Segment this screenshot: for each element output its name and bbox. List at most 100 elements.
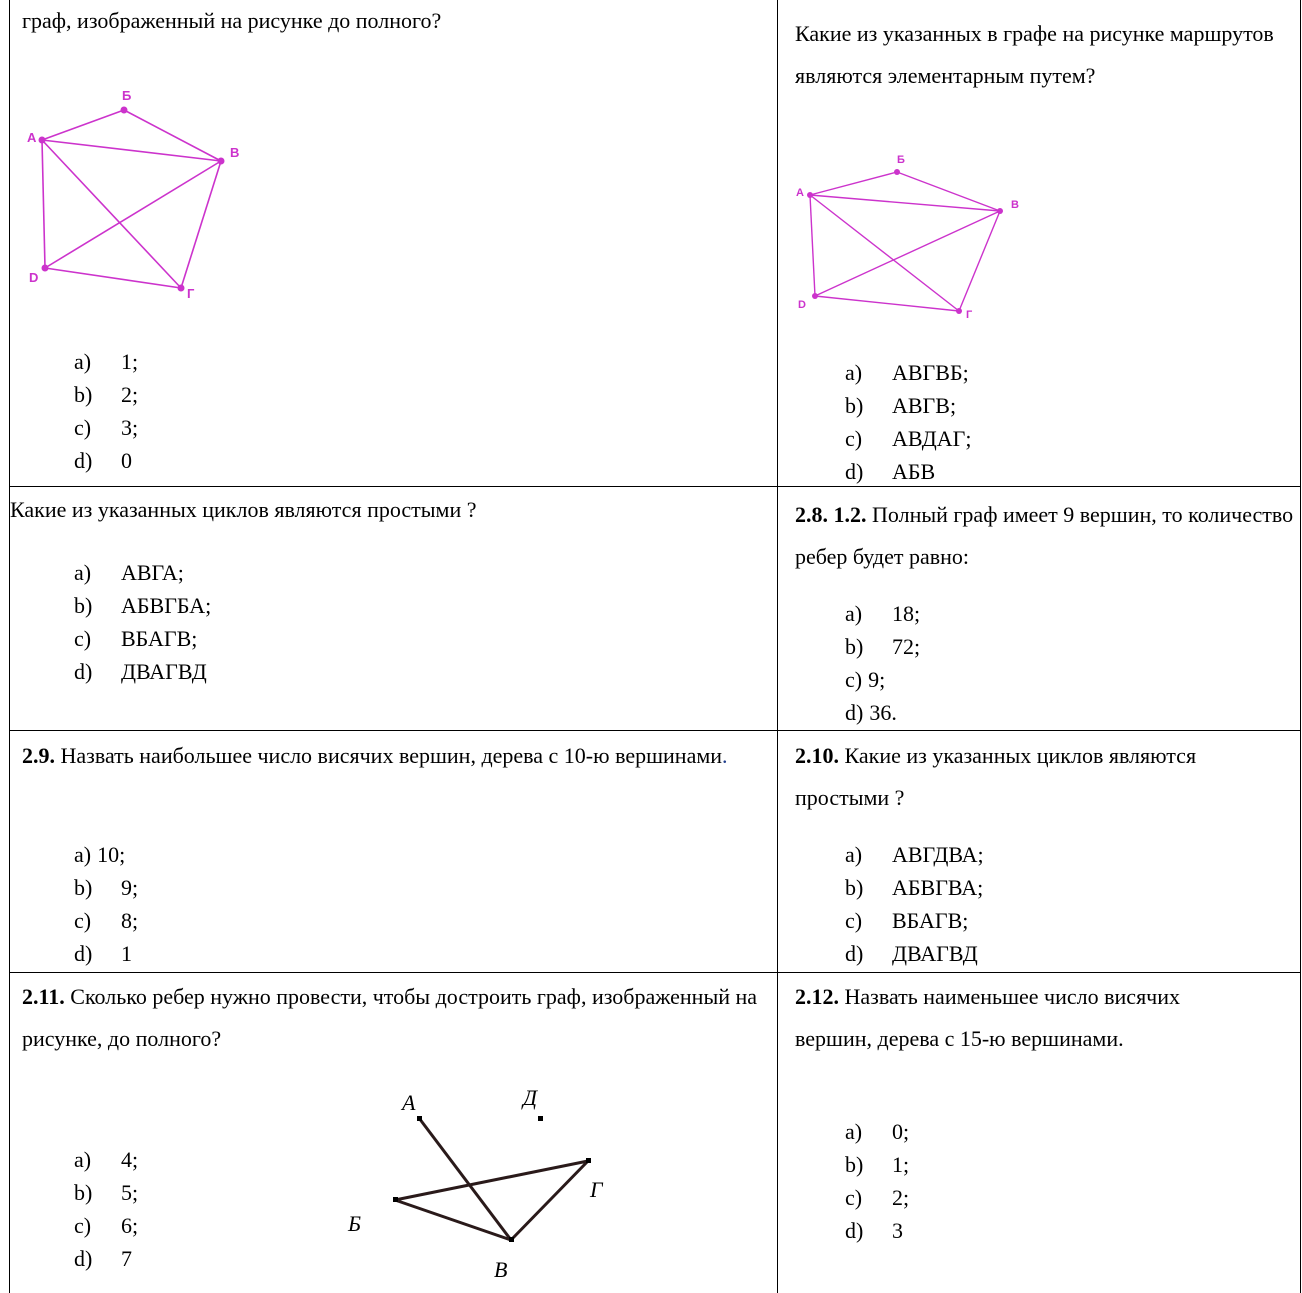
vertex-label: D [29, 270, 38, 285]
vertex-label: Б [347, 1211, 361, 1236]
answer-options: a)18; b) 72; c)9; d)36. [845, 597, 920, 729]
option-d[interactable]: d)3 [845, 1214, 909, 1247]
edge-a-v [809, 194, 1001, 212]
graph-edges [394, 1117, 590, 1242]
option-text: 9; [121, 875, 139, 900]
option-label: c) [74, 626, 92, 651]
option-d[interactable]: d)0 [74, 444, 138, 477]
option-c[interactable]: c) ВБАГВ; [74, 622, 211, 655]
vertex-dot [41, 264, 49, 272]
option-a[interactable]: a)АВГА; [74, 556, 211, 589]
option-label: b) [845, 634, 864, 659]
option-c[interactable]: c)3; [74, 411, 138, 444]
option-d[interactable]: d)36. [845, 696, 920, 729]
option-text: 72; [892, 634, 921, 659]
question-number: 2.8. 1.2. [795, 502, 867, 527]
option-b[interactable]: b) 9; [74, 871, 138, 904]
option-label: d) [845, 459, 864, 484]
question-cell-1: граф, изображенный на рисунке до полного… [22, 3, 767, 38]
option-text: 1 [121, 941, 132, 966]
option-c[interactable]: c)9; [845, 663, 920, 696]
option-label: b) [74, 382, 93, 407]
edge-d-g [44, 267, 182, 289]
graph-edges [41, 109, 222, 289]
option-label: c) [845, 908, 863, 933]
option-text: 18; [892, 601, 921, 626]
option-d[interactable]: d)ДВАГВД [845, 937, 984, 970]
option-text: АВДАГ; [892, 426, 972, 451]
option-label: a) [74, 842, 92, 867]
vertex-dot [417, 1116, 422, 1121]
option-c[interactable]: c)АВДАГ; [845, 422, 971, 455]
question-cell-5: 2.9. Назвать наибольшее число висячих ве… [22, 735, 767, 777]
option-text: 36. [869, 700, 897, 725]
option-d[interactable]: d)АБВ [845, 455, 971, 488]
option-text: 0; [892, 1119, 910, 1144]
vertex-label: Д [521, 1085, 538, 1110]
option-a[interactable]: a)18; [845, 597, 920, 630]
option-text: АБВГБА; [121, 593, 212, 618]
option-text: 10; [97, 842, 126, 867]
option-a[interactable]: a)10; [74, 838, 138, 871]
option-a[interactable]: a)1; [74, 345, 138, 378]
option-b[interactable]: b)АБВГВА; [845, 871, 984, 904]
option-label: a) [845, 1119, 863, 1144]
vertex-dot [177, 284, 185, 292]
row-divider-1 [9, 486, 1301, 487]
option-b[interactable]: b) 72; [845, 630, 920, 663]
option-text: 2; [121, 382, 139, 407]
option-b[interactable]: b)АВГВ; [845, 389, 971, 422]
answer-options: a)4; b)5; c) 6; d)7 [74, 1143, 138, 1275]
option-text: ВБАГВ; [892, 908, 969, 933]
option-label: b) [845, 393, 864, 418]
option-text: 4; [121, 1147, 139, 1172]
option-text: 6; [121, 1213, 139, 1238]
question-number: 2.12. [795, 984, 839, 1009]
option-label: b) [74, 875, 93, 900]
vertex-dot [120, 106, 128, 114]
option-c[interactable]: c) ВБАГВ; [845, 904, 984, 937]
question-text: 2.10. Какие из указанных циклов являются… [795, 735, 1295, 819]
option-label: c) [845, 1185, 863, 1210]
question-text: Какие из указанных циклов являются прост… [10, 497, 477, 522]
table-border-right [1300, 0, 1301, 1293]
option-b[interactable]: b)5; [74, 1176, 138, 1209]
graph-vertices [807, 169, 1003, 314]
row-divider-2 [9, 730, 1301, 731]
answer-options: a)АВГА; b)АБВГБА; c) ВБАГВ; d)ДВАГВД [74, 556, 211, 688]
question-cell-6: 2.10. Какие из указанных циклов являются… [795, 735, 1295, 819]
vertex-label: В [494, 1257, 507, 1282]
option-a[interactable]: a)АВГДВА; [845, 838, 984, 871]
edge-a-b [809, 171, 898, 196]
option-text: ВБАГВ; [121, 626, 198, 651]
answer-options: a)АВГВБ; b)АВГВ; c)АВДАГ; d)АБВ [845, 356, 971, 488]
option-text: ДВАГВД [121, 659, 207, 684]
option-b[interactable]: b)АБВГБА; [74, 589, 211, 622]
question-text: 2.12. Назвать наименьшее число висячих в… [795, 976, 1235, 1060]
graph-figure-1: А Б В D Г [27, 88, 239, 300]
vertex-label: Б [122, 88, 131, 103]
option-b[interactable]: b)1; [845, 1148, 909, 1181]
table-divider-middle [777, 0, 778, 1293]
option-a[interactable]: a) 0; [845, 1115, 909, 1148]
option-label: c) [74, 1213, 92, 1238]
option-d[interactable]: d)ДВАГВД [74, 655, 211, 688]
question-number: 2.9. [22, 743, 55, 768]
edge-a-g [809, 194, 960, 312]
option-a[interactable]: a)АВГВБ; [845, 356, 971, 389]
question-body: Какие из указанных циклов являются прост… [795, 743, 1197, 810]
option-c[interactable]: c) 2; [845, 1181, 909, 1214]
vertex-label: Б [897, 154, 905, 166]
option-a[interactable]: a)4; [74, 1143, 138, 1176]
option-b[interactable]: b) 2; [74, 378, 138, 411]
question-number: 2.10. [795, 743, 839, 768]
option-d[interactable]: d)7 [74, 1242, 138, 1275]
option-c[interactable]: c) 6; [74, 1209, 138, 1242]
option-c[interactable]: c)8; [74, 904, 138, 937]
option-label: b) [845, 1152, 864, 1177]
option-d[interactable]: d) 1 [74, 937, 138, 970]
option-label: d) [74, 941, 93, 966]
option-text: 3; [121, 415, 139, 440]
edge-a-b [41, 109, 125, 141]
option-text: 2; [892, 1185, 910, 1210]
